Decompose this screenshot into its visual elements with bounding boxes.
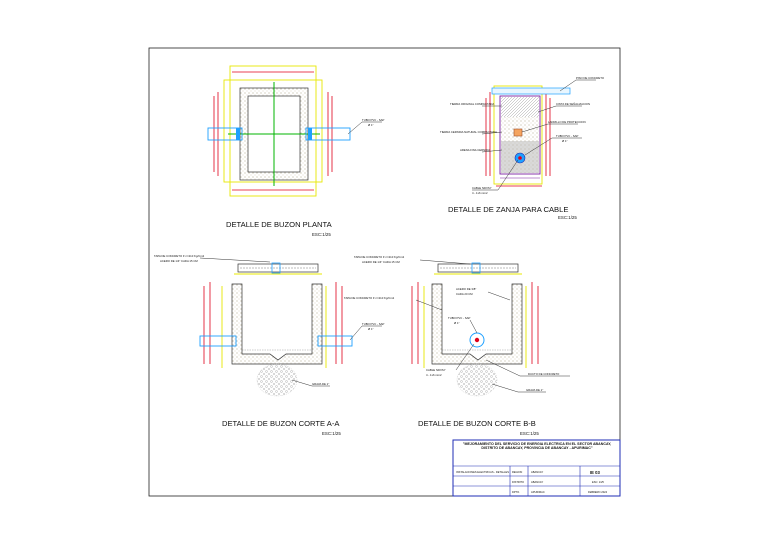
region-value: ABANCAY — [531, 470, 543, 474]
zanja-cable-sublabel: 4 - 1x6 mm2 — [472, 191, 488, 195]
bb-tapa-top-sublabel: ACERO DE 1/4" CADA 15 CM — [362, 260, 400, 264]
sheet-border — [148, 47, 621, 497]
detail-zanja: PISO DE CONCRETO CINTA DE SEÑALIZACION L… — [440, 76, 605, 220]
corte-bb-title: DETALLE DE BUZON CORTE B-B — [418, 419, 536, 428]
bb-cable-sublabel: 4 - 1x6 mm2 — [426, 373, 442, 377]
bb-ducto-label: DUCTO DE CONCRETO — [528, 372, 560, 376]
zanja-piso-label: PISO DE CONCRETO — [576, 76, 605, 80]
planta-tubo-label: TUBO PVC - SAP — [362, 118, 385, 122]
corte-aa-scale: ESC:1/25 — [322, 431, 341, 436]
zanja-scale: ESC:1/25 — [558, 215, 577, 220]
planta-scale: ESC:1/25 — [312, 232, 331, 237]
zanja-tierra-original-label: TIERRA ORIGINAL COMPACTADA — [450, 102, 494, 106]
zanja-tubo-label: TUBO PVC - SAP — [556, 134, 579, 138]
detail-corte-aa: TAPA DE CONCRETO F´c=210 Kg/Cm2 ACERO DE… — [154, 254, 385, 436]
zanja-ladrillo-label: LADRILLO DE PROTECCION — [548, 120, 586, 124]
aa-tubo-sublabel: Ø 1" — [368, 327, 374, 331]
title-block: "MEJORAMIENTO DEL SERVICIO DE ENERGIA EL… — [452, 439, 621, 497]
corte-aa-title: DETALLE DE BUZON CORTE A-A — [222, 419, 340, 428]
zanja-cinta-label: CINTA DE SEÑALIZACION — [556, 101, 590, 106]
zanja-tubo-sublabel: Ø 1" — [562, 139, 568, 143]
zanja-arena-label: ARENA FINA CERNIDA — [460, 148, 490, 152]
corte-bb-scale: ESC:1/25 — [520, 431, 539, 436]
dpto-label: DPTO. — [512, 490, 520, 494]
detail-planta: TUBO PVC - SAP Ø 1" DETALLE DE BUZON PLA… — [207, 65, 385, 237]
aa-tubo-label: TUBO PVC - SAP — [362, 322, 385, 326]
dpto-value: APURIMAC — [531, 490, 545, 494]
planta-title: DETALLE DE BUZON PLANTA — [226, 220, 333, 229]
planta-tubo-sublabel: Ø 1" — [368, 123, 374, 127]
bb-acero-label: ACERO DE 3/8" — [456, 287, 476, 291]
zanja-cable-label: CABLE NDXSY — [472, 186, 492, 190]
aa-tapa-label: TAPA DE CONCRETO F´c=210 Kg/Cm2 — [154, 254, 205, 258]
project-name: "MEJORAMIENTO DEL SERVICIO DE ENERGIA EL… — [462, 442, 612, 451]
tb-date: FEBRERO 2024 — [588, 490, 608, 494]
zanja-title: DETALLE DE ZANJA PARA CABLE — [448, 205, 568, 214]
zanja-tierra-cernida-label: TIERRA CERNIDA NATURAL COMPACTADA — [440, 130, 497, 134]
project-name-box: "MEJORAMIENTO DEL SERVICIO DE ENERGIA EL… — [462, 442, 612, 451]
distrito-value: ABANCAY — [531, 480, 543, 484]
bb-tapa-top-label: TAPA DE CONCRETO F´c=210 Kg/Cm2 — [354, 255, 405, 259]
sheet-code: IE 03 — [590, 470, 600, 475]
aa-grava-label: GRAVA DE 1" — [312, 382, 329, 386]
plan-name: INSTALACIONES ELECTRICAS - DETALLES — [456, 470, 509, 474]
bb-grava-label: GRAVA DE 1" — [526, 388, 543, 392]
bb-cable-label: CABLE NDXSY — [426, 368, 446, 372]
detail-corte-bb: TAPA DE CONCRETO F´c=210 Kg/Cm2 ACERO DE… — [344, 255, 570, 436]
bb-acero-sublabel: CADA 20 CM — [456, 292, 473, 296]
bb-tubo-label: TUBO PVC - SAP — [448, 316, 471, 320]
bb-tubo-sublabel: Ø 1" — [454, 321, 460, 325]
region-label: REGION — [512, 470, 522, 474]
distrito-label: DISTRITO — [512, 480, 524, 484]
tb-scale: ESC: 1/25 — [592, 480, 604, 484]
bb-tapa-side-label: TAPA DE CONCRETO F´c=210 Kg/Cm2 — [344, 296, 395, 300]
aa-tapa-sublabel: ACERO DE 1/4" CADA 15 CM — [160, 259, 198, 263]
